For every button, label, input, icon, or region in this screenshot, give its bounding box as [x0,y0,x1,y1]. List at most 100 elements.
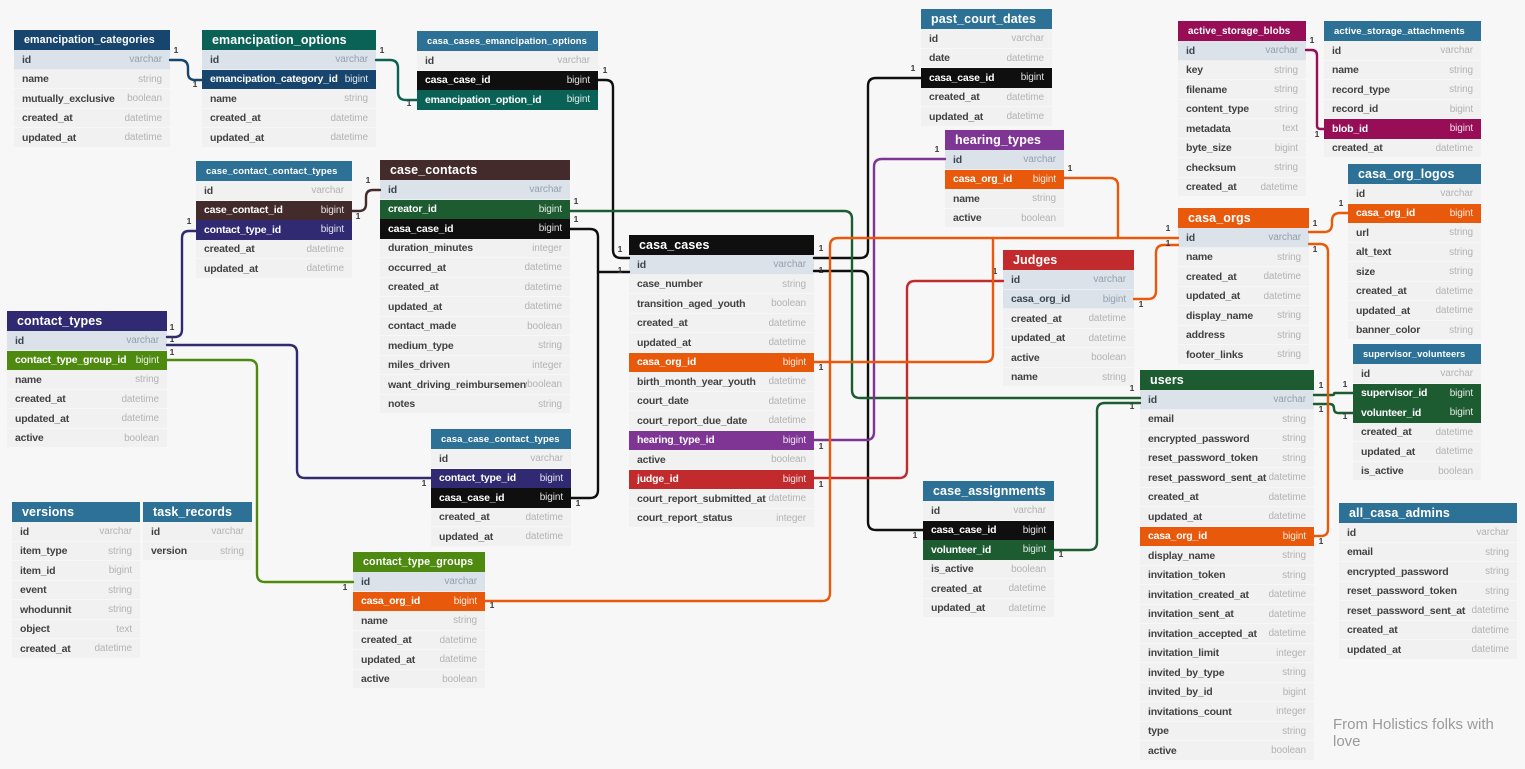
table-header[interactable]: case_contact_contact_types [196,161,352,181]
table-header[interactable]: casa_cases_emancipation_options [417,31,598,51]
column-name: medium_type [388,339,454,352]
relationship-line [165,229,198,339]
cardinality-label: 1 [819,243,824,253]
table-header[interactable]: Judges [1003,250,1134,270]
column-type: string [1282,550,1306,562]
table-header[interactable]: active_storage_blobs [1178,21,1306,41]
column-name: checksum [1186,161,1236,174]
column-name: created_at [439,511,490,524]
relationship-line [1052,401,1142,552]
table-header[interactable]: casa_cases [629,235,814,255]
column-name: updated_at [1186,290,1241,303]
column-name: creator_id [388,203,437,216]
column-type: string [1282,725,1306,737]
table-header[interactable]: emancipation_categories [14,30,170,50]
column-name: whodunnit [20,603,72,616]
column-type: string [108,545,132,557]
table-header[interactable]: casa_org_logos [1348,164,1481,184]
table-header[interactable]: contact_type_groups [353,552,485,572]
column-type: string [344,93,368,105]
table-header[interactable]: case_contacts [380,160,570,180]
column-type: varchar [1273,394,1306,406]
column-type: integer [532,242,562,254]
column-name: is_active [1361,465,1404,478]
column-type: string [220,545,244,557]
column-type: datetime [1268,491,1306,503]
table-header[interactable]: hearing_types [945,130,1064,150]
relationship-line [350,188,382,213]
table-header[interactable]: case_assignments [923,481,1054,501]
cardinality-label: 1 [819,441,824,451]
column-name: casa_org_id [361,595,421,608]
cardinality-label: 1 [490,600,495,610]
table-header[interactable]: task_records [143,502,252,522]
column-name: court_date [637,395,689,408]
table-header[interactable]: all_casa_admins [1339,503,1517,523]
column-type: bigint [453,595,477,607]
column-name: name [210,92,237,105]
table-header[interactable]: casa_orgs [1178,208,1309,228]
column-type: string [1485,585,1509,597]
table-header[interactable]: past_court_dates [921,9,1052,29]
table-header[interactable]: active_storage_attachments [1324,21,1481,41]
column-type: boolean [1438,465,1473,477]
cardinality-label: 1 [174,45,179,55]
table-header[interactable]: supervisor_volunteers [1353,344,1481,364]
column-name: record_id [1332,103,1379,116]
column-name: volunteer_id [1361,406,1422,419]
table-header[interactable]: users [1140,370,1314,390]
column-name: type [1148,725,1169,738]
relationship-line [374,58,419,102]
column-name: updated_at [204,262,259,275]
column-name: created_at [361,634,412,647]
column-name: duration_minutes [388,242,473,255]
table-header[interactable]: casa_case_contact_types [431,429,571,449]
column-type: datetime [1435,285,1473,297]
column-type: boolean [1011,563,1046,575]
column-name: id [425,54,434,67]
table-header[interactable]: emancipation_options [202,30,376,50]
table-header[interactable]: contact_types [7,311,167,331]
cardinality-label: 1 [913,530,918,540]
column-type: boolean [127,93,162,105]
column-name: updated_at [637,336,692,349]
table-header[interactable]: versions [12,502,140,522]
column-name: casa_org_id [637,356,697,369]
